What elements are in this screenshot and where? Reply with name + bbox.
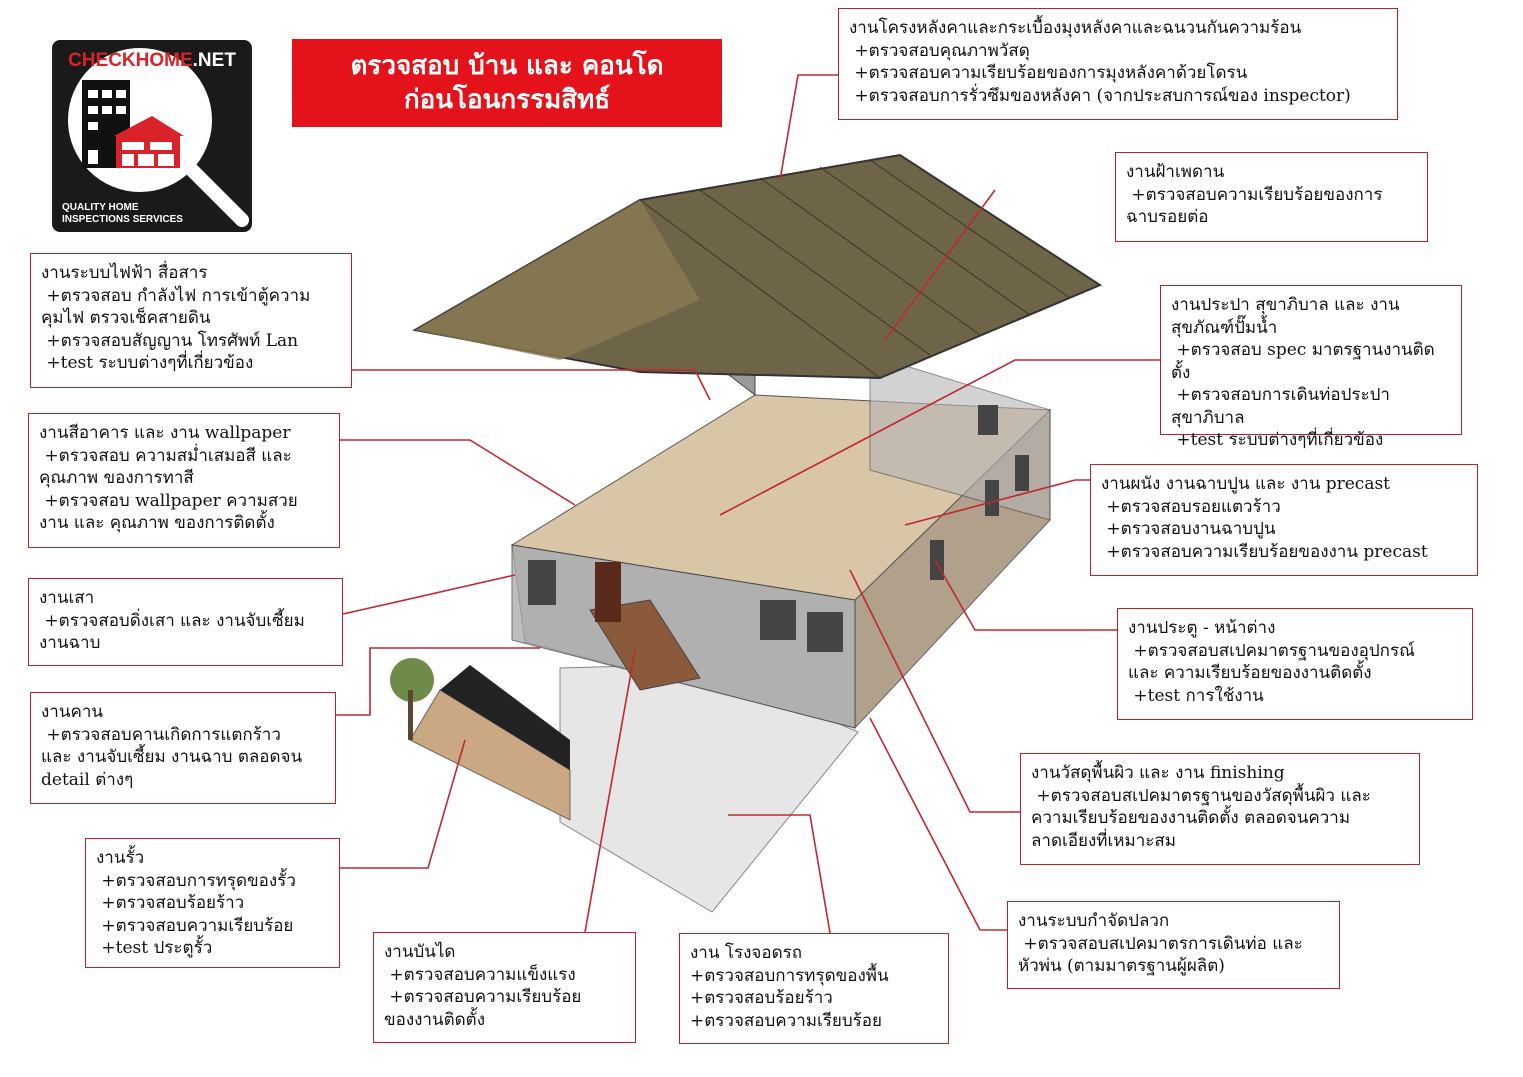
callout-line: +ตรวจสอบความเรียบร้อย bbox=[96, 915, 294, 936]
callout-line: และ งานจับเซี้ยม งานฉาบ ตลอดจน bbox=[41, 747, 303, 767]
callout-plumbing: งานประปา สุขาภิบาล และ งานสุขภัณฑ์ปั๊มน้… bbox=[1160, 285, 1462, 450]
callout-line: detail ต่างๆ bbox=[41, 769, 134, 790]
callout-heading: งานคาน bbox=[41, 702, 104, 722]
callout-septic: งานระบบกำจัดปลวก +ตรวจสอบสเปคมาตรการเดิน… bbox=[1007, 901, 1340, 989]
callout-line: +ตรวจสอบคานเกิดการแตกร้าว bbox=[41, 724, 281, 745]
svg-text:CHECKHOME.NET: CHECKHOME.NET bbox=[68, 50, 236, 71]
checkhome-logo: CHECKHOME.NET QUALITY HOME INSPECTIONS S… bbox=[52, 40, 252, 232]
callout-electrical: งานระบบไฟฟ้า สื่อสาร +ตรวจสอบ กำลังไฟ กา… bbox=[30, 253, 352, 388]
callout-heading: งานวัสดุพื้นผิว และ งาน finishing bbox=[1031, 763, 1285, 783]
callout-line: ลาดเอียงที่เหมาะสม bbox=[1031, 830, 1176, 851]
callout-heading: งานบันได bbox=[384, 942, 456, 962]
callout-line: หัวพ่น (ตามมาตรฐานผู้ผลิต) bbox=[1018, 956, 1225, 976]
callout-line: +test การใช้งาน bbox=[1128, 685, 1264, 706]
callout-line: คุมไฟ ตรวจเช็คสายดิน bbox=[41, 308, 211, 328]
callout-line: +ตรวจสอบงานฉาบปูน bbox=[1101, 519, 1276, 539]
callout-paint: งานสีอาคาร และ งาน wallpaper +ตรวจสอบ คว… bbox=[28, 413, 340, 548]
callout-line: +ตรวจสอบการทรุดของพื้น bbox=[690, 965, 889, 986]
callout-line: +ตรวจสอบร้อยร้าว bbox=[96, 893, 245, 913]
callout-column: งานเสา +ตรวจสอบดิ่งเสา และ งานจับเซี้ยมง… bbox=[28, 578, 343, 666]
callout-line: +ตรวจสอบความเรียบร้อย bbox=[690, 1010, 882, 1031]
callout-line: +ตรวจสอบดิ่งเสา และ งานจับเซี้ยม bbox=[39, 610, 305, 631]
callout-heading: งานผนัง งานฉาบปูน และ งาน precast bbox=[1101, 474, 1391, 494]
callout-floor: งานวัสดุพื้นผิว และ งาน finishing +ตรวจส… bbox=[1020, 753, 1420, 865]
callout-line: +ตรวจสอบการทรุดของรั้ว bbox=[96, 870, 296, 891]
callout-line: สุขาภิบาล bbox=[1171, 407, 1245, 428]
callout-line: +ตรวจสอบสัญญาน โทรศัพท์ Lan bbox=[41, 330, 299, 351]
callout-line: ความเรียบร้อยของงานติดตั้ง ตลอดจนความ bbox=[1031, 808, 1351, 828]
svg-text:QUALITY HOME: QUALITY HOME bbox=[62, 202, 139, 213]
stairs bbox=[589, 599, 701, 691]
callout-line: +ตรวจสอบความเรียบร้อย bbox=[384, 987, 582, 1007]
callout-line: +ตรวจสอบ wallpaper ความสวย bbox=[39, 490, 298, 511]
callout-heading: งานประปา สุขาภิบาล และ งาน bbox=[1171, 295, 1400, 315]
callout-line: +ตรวจสอบการรั่วซึมของหลังคา (จากประสบการ… bbox=[849, 85, 1351, 106]
callout-heading: งานระบบกำจัดปลวก bbox=[1018, 911, 1170, 931]
callout-line: สุขภัณฑ์ปั๊มน้ำ bbox=[1171, 317, 1278, 338]
callout-heading: งาน โรงจอดรถ bbox=[690, 943, 803, 963]
callout-line: +test ระบบต่างๆที่เกี่ยวข้อง bbox=[1171, 430, 1384, 450]
callout-line: งาน และ คุณภาพ ของการติดตั้ง bbox=[39, 513, 275, 533]
callout-line: +ตรวจสอบสเปคมาตรฐานของอุปกรณ์ bbox=[1128, 640, 1415, 661]
callout-line: +ตรวจสอบ ความสม่ำเสมอสี และ bbox=[39, 445, 292, 466]
callout-line: +ตรวจสอบสเปคมาตรการเดินท่อ และ bbox=[1018, 933, 1303, 954]
roof bbox=[412, 153, 1103, 380]
callout-line: +test ระบบต่างๆที่เกี่ยวข้อง bbox=[41, 353, 254, 373]
callout-line: ของงานติดตั้ง bbox=[384, 1009, 486, 1030]
callout-line: +ตรวจสอบความเรียบร้อยของการมุงหลังคาด้วย… bbox=[849, 63, 1248, 83]
callout-ceiling: งานฝ้าเพดาน +ตรวจสอบความเรียบร้อยของการฉ… bbox=[1115, 152, 1428, 242]
callout-line: ฉาบรอยต่อ bbox=[1126, 207, 1209, 227]
callout-line: +ตรวจสอบ spec มาตรฐานงานติดตั้ง bbox=[1171, 340, 1435, 383]
callout-door-window: งานประตู - หน้าต่าง +ตรวจสอบสเปคมาตรฐานข… bbox=[1117, 608, 1473, 720]
callout-stairs: งานบันได +ตรวจสอบความแข็งแรง +ตรวจสอบควา… bbox=[373, 932, 636, 1043]
callout-line: และ ความเรียบร้อยของงานติดตั้ง bbox=[1128, 663, 1372, 683]
callout-beam: งานคาน +ตรวจสอบคานเกิดการแตกร้าวและ งานจ… bbox=[30, 692, 336, 804]
callout-heading: งานรั้ว bbox=[96, 848, 145, 868]
callout-line: +ตรวจสอบคุณภาพวัสดุ bbox=[849, 40, 1030, 61]
callout-wall: งานผนัง งานฉาบปูน และ งาน precast +ตรวจส… bbox=[1090, 464, 1478, 576]
callout-line: +ตรวจสอบร้อยร้าว bbox=[690, 988, 833, 1008]
callout-line: +ตรวจสอบสเปคมาตรฐานของวัสดุพื้นผิว และ bbox=[1031, 785, 1371, 806]
callout-fence: งานรั้ว +ตรวจสอบการทรุดของรั้ว +ตรวจสอบร… bbox=[85, 838, 340, 968]
title-line-1: ตรวจสอบ บ้าน และ คอนโด bbox=[350, 51, 664, 81]
callout-line: +ตรวจสอบการเดินท่อประปา bbox=[1171, 385, 1390, 405]
callout-heading: งานเสา bbox=[39, 588, 95, 608]
fence bbox=[390, 658, 571, 821]
callout-garage: งาน โรงจอดรถ+ตรวจสอบการทรุดของพื้น+ตรวจส… bbox=[679, 933, 949, 1044]
callout-heading: งานฝ้าเพดาน bbox=[1126, 162, 1225, 182]
callout-heading: งานสีอาคาร และ งาน wallpaper bbox=[39, 423, 291, 443]
svg-text:INSPECTIONS SERVICES: INSPECTIONS SERVICES bbox=[62, 214, 183, 225]
callout-line: +ตรวจสอบรอยแตวร้าว bbox=[1101, 496, 1281, 517]
callout-line: +ตรวจสอบความเรียบร้อยของการ bbox=[1126, 184, 1383, 205]
callout-roof: งานโครงหลังคาและกระเบื้องมุงหลังคาและฉนว… bbox=[838, 8, 1398, 120]
callout-line: งานฉาบ bbox=[39, 633, 101, 653]
callout-heading: งานระบบไฟฟ้า สื่อสาร bbox=[41, 263, 208, 283]
callout-line: +test ประตูรั้ว bbox=[96, 938, 213, 958]
callout-heading: งานประตู - หน้าต่าง bbox=[1128, 618, 1276, 638]
title-line-2: ก่อนโอนกรรมสิทธ์ bbox=[403, 85, 611, 115]
callout-line: +ตรวจสอบ กำลังไฟ การเข้าตู้ความ bbox=[41, 285, 311, 306]
callout-line: +ตรวจสอบความเรียบร้อยของงาน precast bbox=[1101, 541, 1428, 562]
page-title: ตรวจสอบ บ้าน และ คอนโด ก่อนโอนกรรมสิทธ์ bbox=[292, 39, 722, 127]
callout-line: +ตรวจสอบความแข็งแรง bbox=[384, 964, 576, 985]
callout-line: คุณภาพ ของการทาสี bbox=[39, 468, 194, 488]
callout-heading: งานโครงหลังคาและกระเบื้องมุงหลังคาและฉนว… bbox=[849, 18, 1302, 38]
